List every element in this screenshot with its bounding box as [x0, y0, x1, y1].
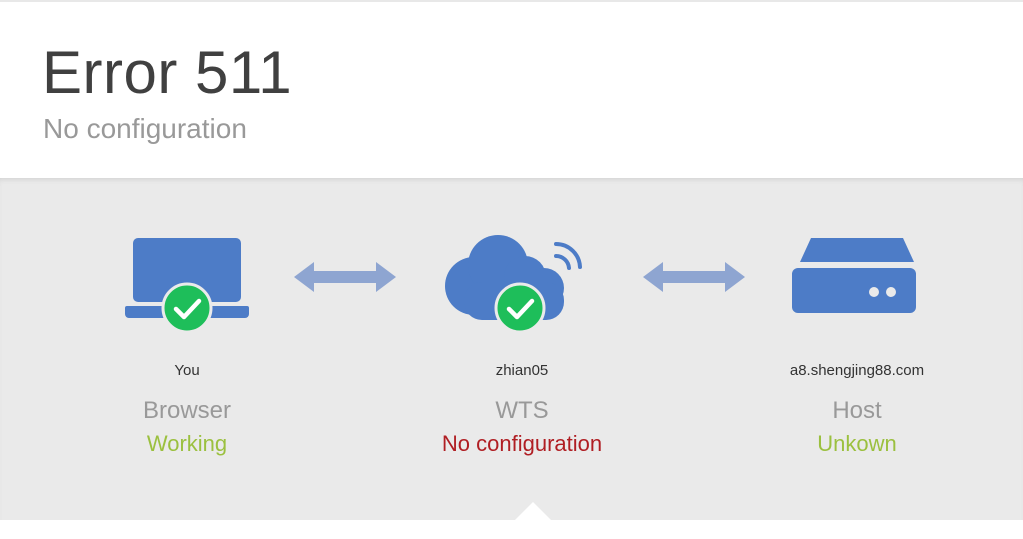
error-subtitle: No configuration — [43, 113, 247, 144]
node-status: Unkown — [817, 431, 897, 456]
bottom-area — [0, 520, 1023, 539]
node-name: Host — [832, 397, 882, 424]
bidirectional-arrow-icon — [643, 262, 745, 292]
browser-node: You Browser Working — [37, 178, 337, 520]
node-status: Working — [146, 431, 228, 456]
node-sub-label: You — [174, 362, 200, 379]
wts-node: zhian05 WTS No configuration — [372, 178, 672, 520]
bidirectional-arrow-icon — [294, 262, 396, 292]
host-node: a8.shengjing88.com Host Unkown — [707, 178, 1007, 520]
cloud-wifi-icon — [372, 230, 672, 340]
node-sub-label: zhian05 — [495, 362, 549, 379]
node-status: No configuration — [441, 431, 603, 456]
section-pointer — [515, 502, 551, 520]
status-panel: You Browser Working — [0, 178, 1023, 520]
server-icon — [707, 230, 1007, 340]
node-name: WTS — [495, 397, 549, 424]
top-divider — [0, 0, 1023, 2]
laptop-icon — [37, 230, 337, 340]
error-title: Error 511 — [42, 39, 293, 106]
error-header: Error 511 No configuration — [0, 2, 1023, 178]
node-sub-label: a8.shengjing88.com — [789, 362, 925, 379]
check-icon — [161, 282, 213, 334]
check-icon — [494, 282, 546, 334]
node-name: Browser — [142, 397, 232, 424]
